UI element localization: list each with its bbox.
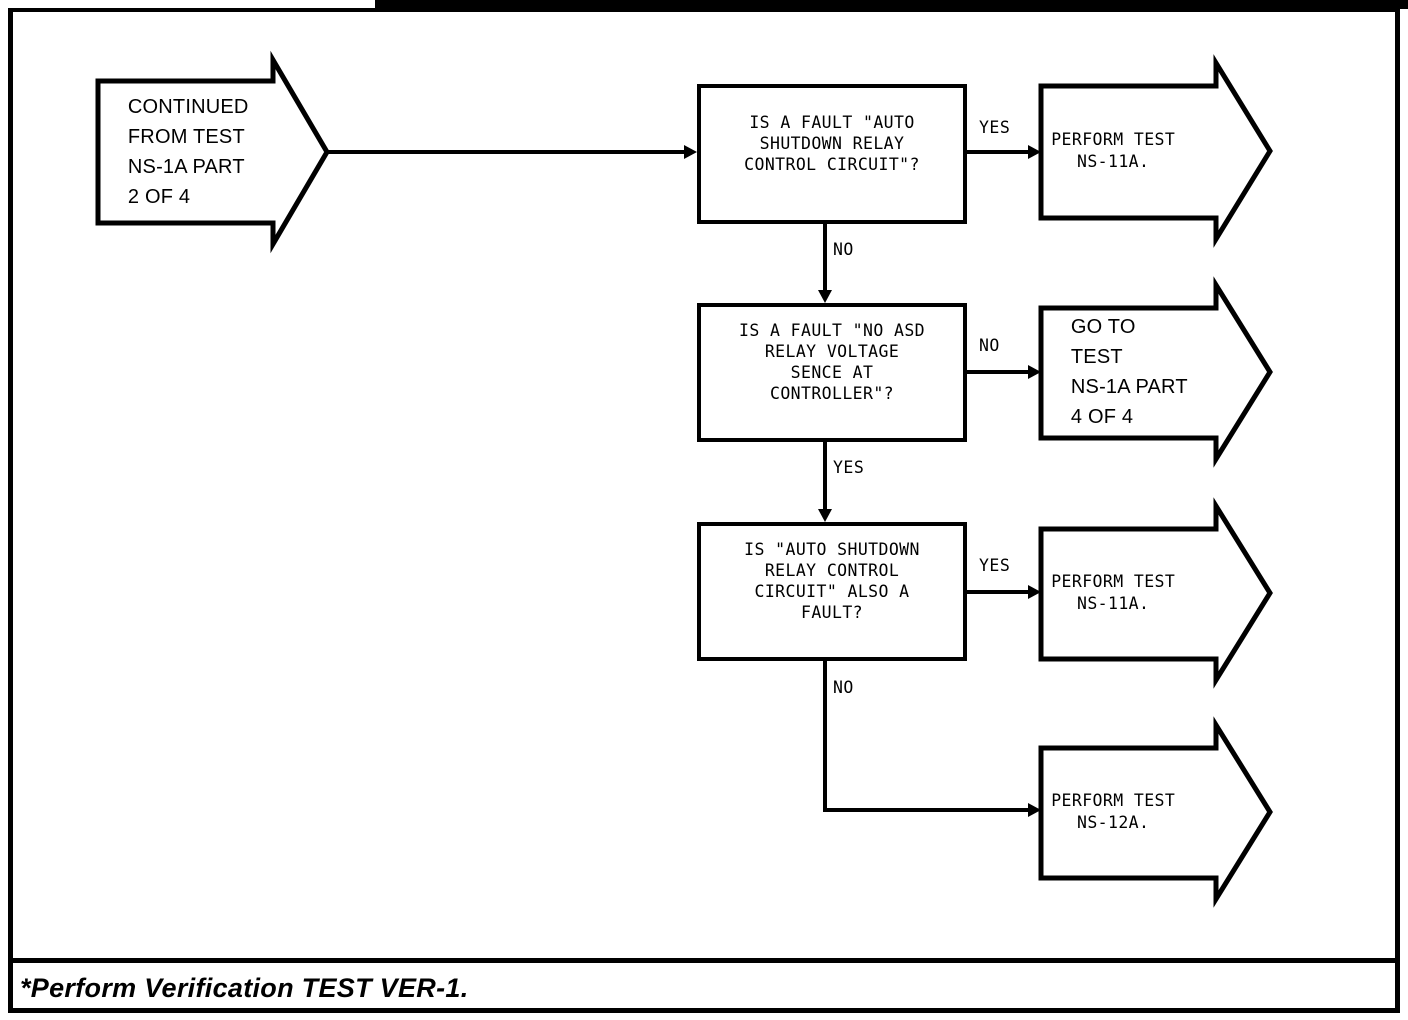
decision-box-2-label: IS A FAULT "NO ASD RELAY VOLTAGE SENCE A… [738,320,925,403]
edge-label-decision2-no: NO [979,336,1000,355]
frame-top-border [8,8,1400,12]
arrowhead-entry-to-decision1 [684,145,697,159]
result-callout-perform-test-ns-11a-middle: PERFORM TEST NS-11A. [1038,497,1273,689]
arrowhead-decision2-no [1028,365,1041,379]
connector-decision1-yes [967,150,1034,154]
footnote-verification-test: *Perform Verification TEST VER-1. [20,973,469,1003]
entry-callout-shape [95,50,330,254]
result-callout-perform-test-ns-11a-top: PERFORM TEST NS-11A. [1038,54,1273,248]
edge-label-decision1-yes: YES [979,118,1011,137]
decision-box-auto-shutdown-relay-also-a-fault: IS "AUTO SHUTDOWN RELAY CONTROL CIRCUIT"… [697,522,967,661]
result-callout-shape-1 [1038,54,1273,248]
edge-label-decision1-no: NO [833,240,854,259]
frame-footnote-divider [8,958,1400,963]
decision-box-3-label: IS "AUTO SHUTDOWN RELAY CONTROL CIRCUIT"… [744,539,920,622]
frame-right-border [1395,8,1400,1012]
connector-decision2-no [967,370,1034,374]
result-callout-perform-test-ns-12a: PERFORM TEST NS-12A. [1038,716,1273,908]
edge-label-decision3-yes: YES [979,556,1011,575]
result-callout-shape-3 [1038,497,1273,689]
frame-left-border [8,8,13,1012]
connector-decision3-yes [967,590,1034,594]
connector-decision2-yes [823,442,827,511]
result-callout-shape-2 [1038,276,1273,468]
arrowhead-decision3-no [1028,803,1041,817]
result-callout-shape-4 [1038,716,1273,908]
decision-box-auto-shutdown-relay-control-circuit: IS A FAULT "AUTO SHUTDOWN RELAY CONTROL … [697,84,967,224]
connector-entry-to-decision1 [325,150,693,154]
edge-label-decision3-no: NO [833,678,854,697]
decision-box-1-label: IS A FAULT "AUTO SHUTDOWN RELAY CONTROL … [744,112,920,174]
arrowhead-decision2-yes [818,509,832,522]
connector-decision1-no [823,224,827,293]
connector-decision3-no-vertical [823,661,827,812]
connector-decision3-no-horizontal [823,808,1034,812]
result-callout-go-to-test-ns-1a-part-4: GO TO TEST NS-1A PART 4 OF 4 [1038,276,1273,468]
edge-label-decision2-yes: YES [833,458,865,477]
arrowhead-decision3-yes [1028,585,1041,599]
frame-bottom-border [8,1008,1400,1013]
arrowhead-decision1-yes [1028,145,1041,159]
arrowhead-decision1-no [818,290,832,303]
entry-callout-continued-from-test: CONTINUED FROM TEST NS-1A PART 2 OF 4 [95,50,330,254]
decision-box-no-asd-relay-voltage-sence: IS A FAULT "NO ASD RELAY VOLTAGE SENCE A… [697,303,967,442]
